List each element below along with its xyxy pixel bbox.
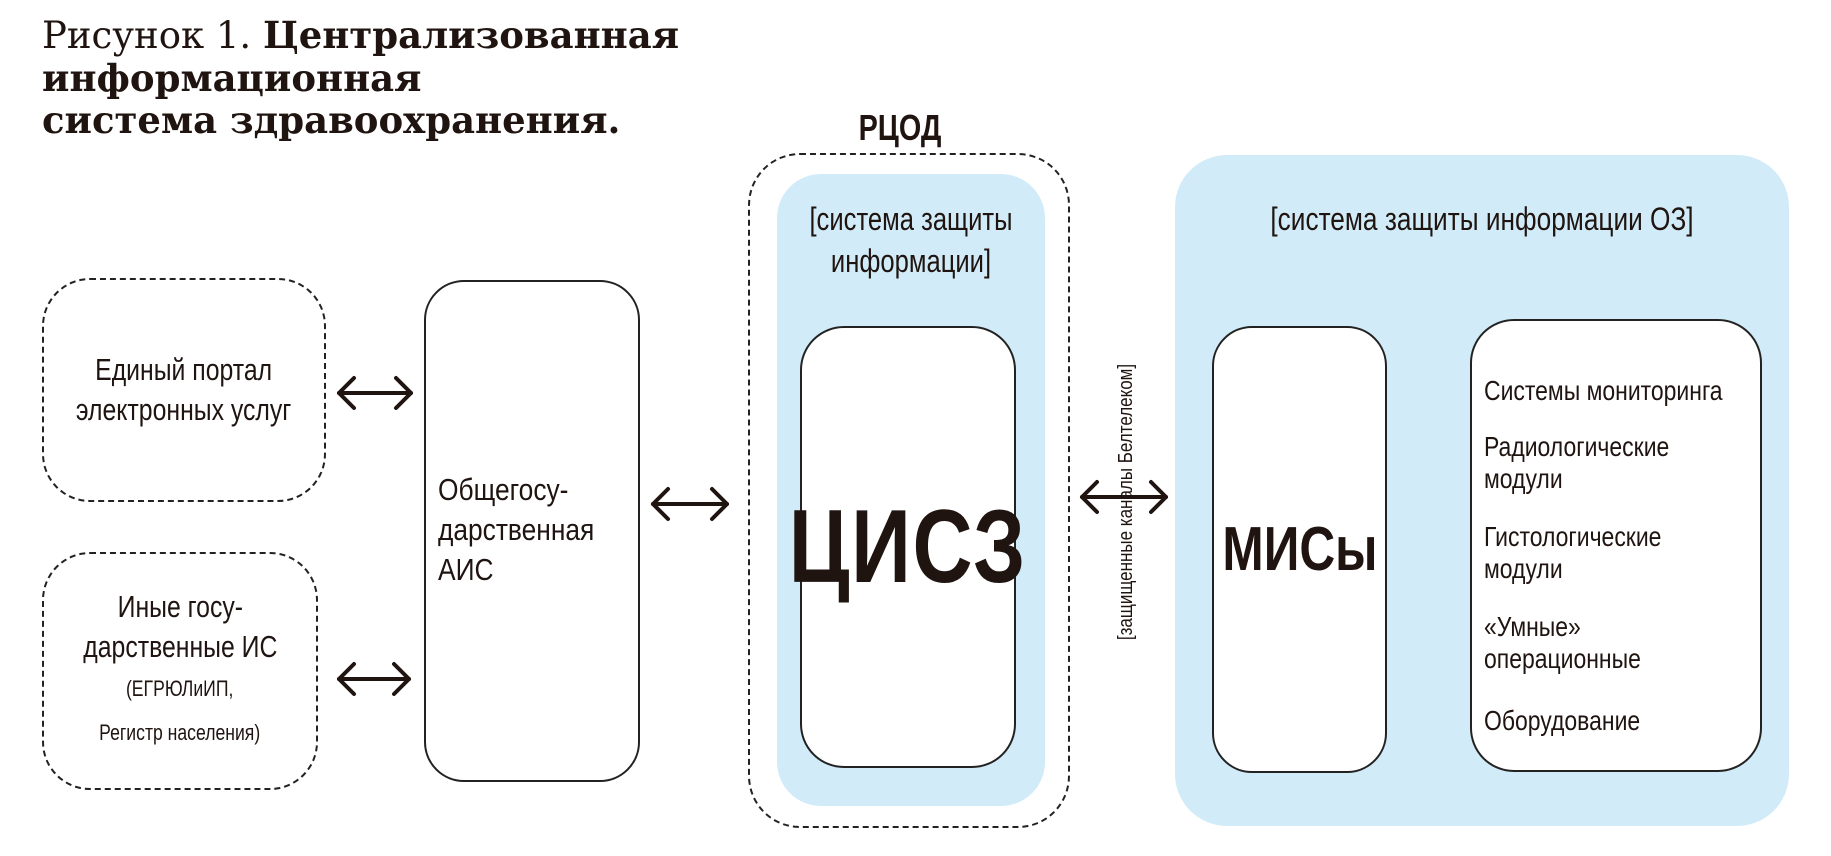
figure-title-line-1: Рисунок 1. Централизованная [42,14,802,57]
subsystem-item: Радиологические модули [1484,431,1670,494]
rcod-protection-label: [система защиты информации] [809,201,1013,279]
cisz-label: ЦИСЗ [788,488,1028,605]
figure-title-text-1: Централизованная [262,13,680,57]
figure-title-line-2: информационная [42,56,422,100]
arrow-rcod-oz [1080,480,1168,514]
other-is-label: Иные госу- дарственные ИС [82,589,278,664]
subsystem-item: Системы мониторинга [1484,375,1723,406]
arrow-portal-ais [337,376,413,410]
channels-label: [защищенные каналы Белтелеком] [1115,363,1137,641]
ais-label: Общегосу- дарственная АИС [438,472,595,587]
portal-label: Единый портал электронных услуг [76,352,292,427]
oz-protection-label: [система защиты информации ОЗ] [1270,201,1694,237]
rcod-box [748,153,1070,828]
subsystem-item: Гистологические модули [1484,521,1662,584]
subsystems-box: Системы мониторинга Радиологические моду… [1470,319,1762,772]
other-is-box: Иные госу- дарственные ИС (ЕГРЮЛиИП, Рег… [42,552,318,790]
subsystem-item: «Умные» операционные [1484,611,1641,674]
arrow-ais-rcod [651,487,729,521]
figure-title-line-3: система здравоохранения. [42,98,621,142]
subsystem-item: Оборудование [1484,705,1641,736]
mis-box: МИСы [1212,326,1387,773]
rcod-label: РЦОД [858,107,942,148]
portal-box: Единый портал электронных услуг [42,278,326,502]
cisz-box: ЦИСЗ [789,326,1025,768]
other-is-note: (ЕГРЮЛиИП, Регистр населения) [99,676,261,745]
arrow-otheris-ais [337,662,411,696]
ais-box: Общегосу- дарственная АИС [424,280,640,782]
figure-title: Рисунок 1. Централизованная информационн… [42,14,802,141]
mis-label: МИСы [1221,515,1378,584]
figure-prefix: Рисунок 1. [42,14,263,57]
